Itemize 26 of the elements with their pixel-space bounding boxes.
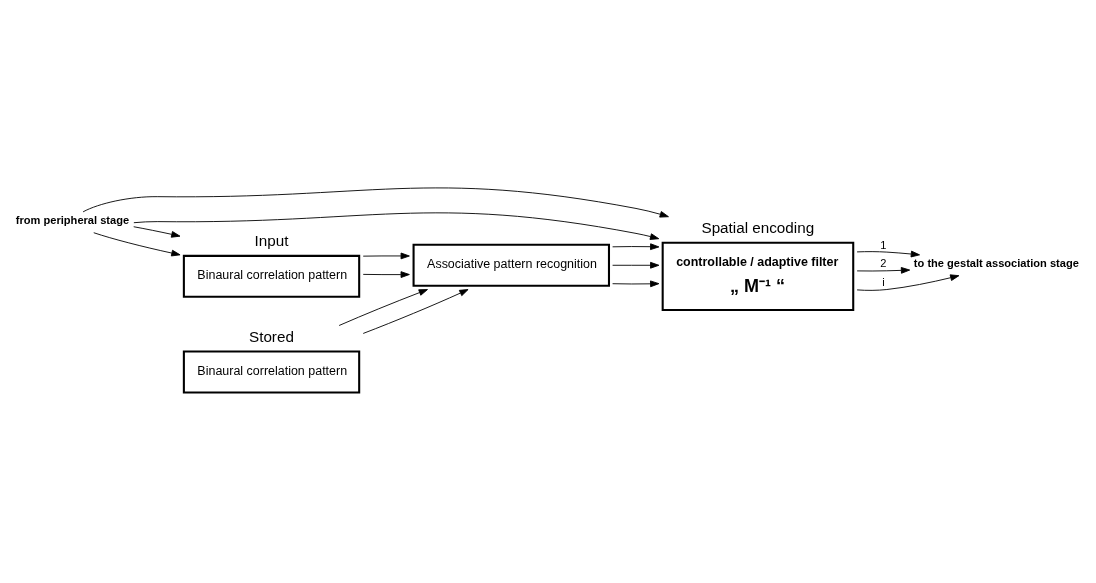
node-text: from peripheral stage: [15, 213, 130, 226]
node-box: Binaural correlation pattern: [182, 350, 361, 393]
arrow: [362, 270, 410, 278]
arrow: [362, 252, 410, 259]
node-box: Binaural correlation pattern: [182, 254, 361, 298]
node-label: Stored: [249, 327, 294, 345]
arrow: [133, 211, 660, 240]
arrow: [133, 225, 181, 238]
node-box: Associative pattern recognition: [412, 243, 610, 287]
arrow: [338, 288, 428, 326]
arrow: [93, 231, 181, 256]
arrow: [856, 250, 920, 257]
arrow: [362, 288, 469, 334]
arrow: [82, 187, 669, 218]
edge-label: 2: [880, 256, 887, 269]
node-label: Input: [254, 231, 289, 249]
arrow: [612, 242, 660, 250]
arrow: [612, 261, 660, 269]
arrow: [856, 273, 960, 291]
node-label: Spatial encoding: [701, 218, 815, 236]
arrow: [856, 266, 911, 274]
edge-label: i: [882, 275, 885, 288]
edge-label: 1: [880, 238, 887, 250]
arrow: [612, 279, 660, 287]
node-text: to the gestalt association stage: [913, 256, 1079, 269]
node-box: controllable / adaptive filter „ M⁻¹ “: [661, 241, 855, 311]
